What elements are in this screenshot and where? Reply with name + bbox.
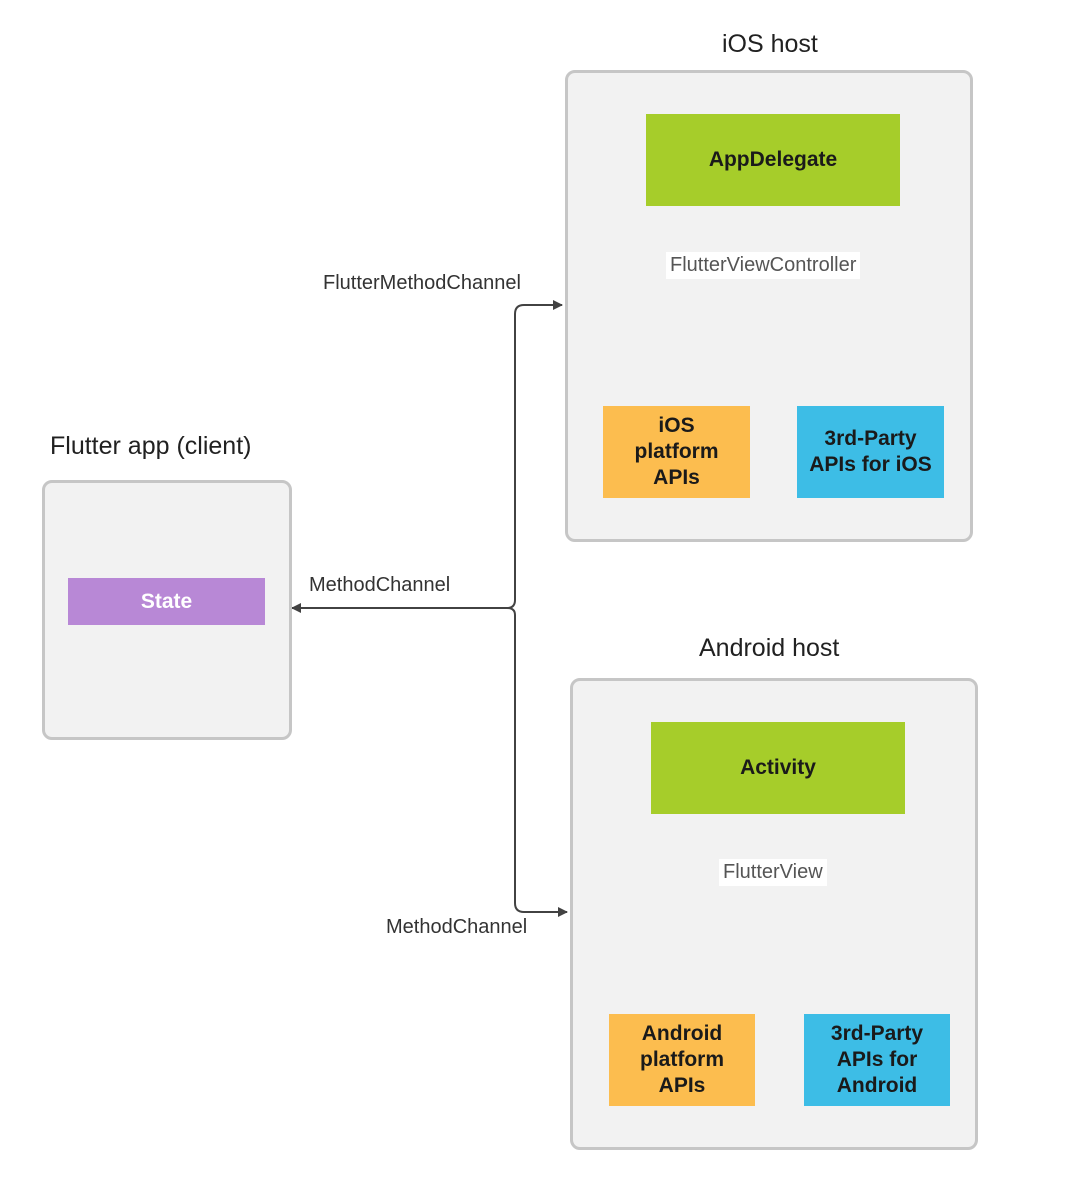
ios-platform-apis-node: iOS platform APIs xyxy=(603,406,750,498)
activity-node: Activity xyxy=(651,722,905,814)
flutter-view-controller-label: FlutterViewController xyxy=(666,252,861,279)
flutter-method-channel-label: FlutterMethodChannel xyxy=(323,272,521,294)
ios-third-party-apis-node: 3rd-Party APIs for iOS xyxy=(797,406,944,498)
android-channel-line xyxy=(514,615,568,917)
android-method-channel-label: MethodChannel xyxy=(386,916,528,938)
state-node: State xyxy=(68,578,265,625)
ios-host-title: iOS host xyxy=(722,30,818,58)
flutter-view-label: FlutterView xyxy=(719,859,827,886)
android-platform-apis-node: Android platform APIs xyxy=(609,1014,755,1106)
client-method-channel-label: MethodChannel xyxy=(309,574,451,596)
ios-channel-line xyxy=(514,300,563,600)
client-title: Flutter app (client) xyxy=(50,432,252,460)
android-third-party-apis-node: 3rd-Party APIs for Android xyxy=(804,1014,950,1106)
android-host-title: Android host xyxy=(699,634,840,662)
client-channel-line xyxy=(291,599,516,613)
app-delegate-node: AppDelegate xyxy=(646,114,900,206)
